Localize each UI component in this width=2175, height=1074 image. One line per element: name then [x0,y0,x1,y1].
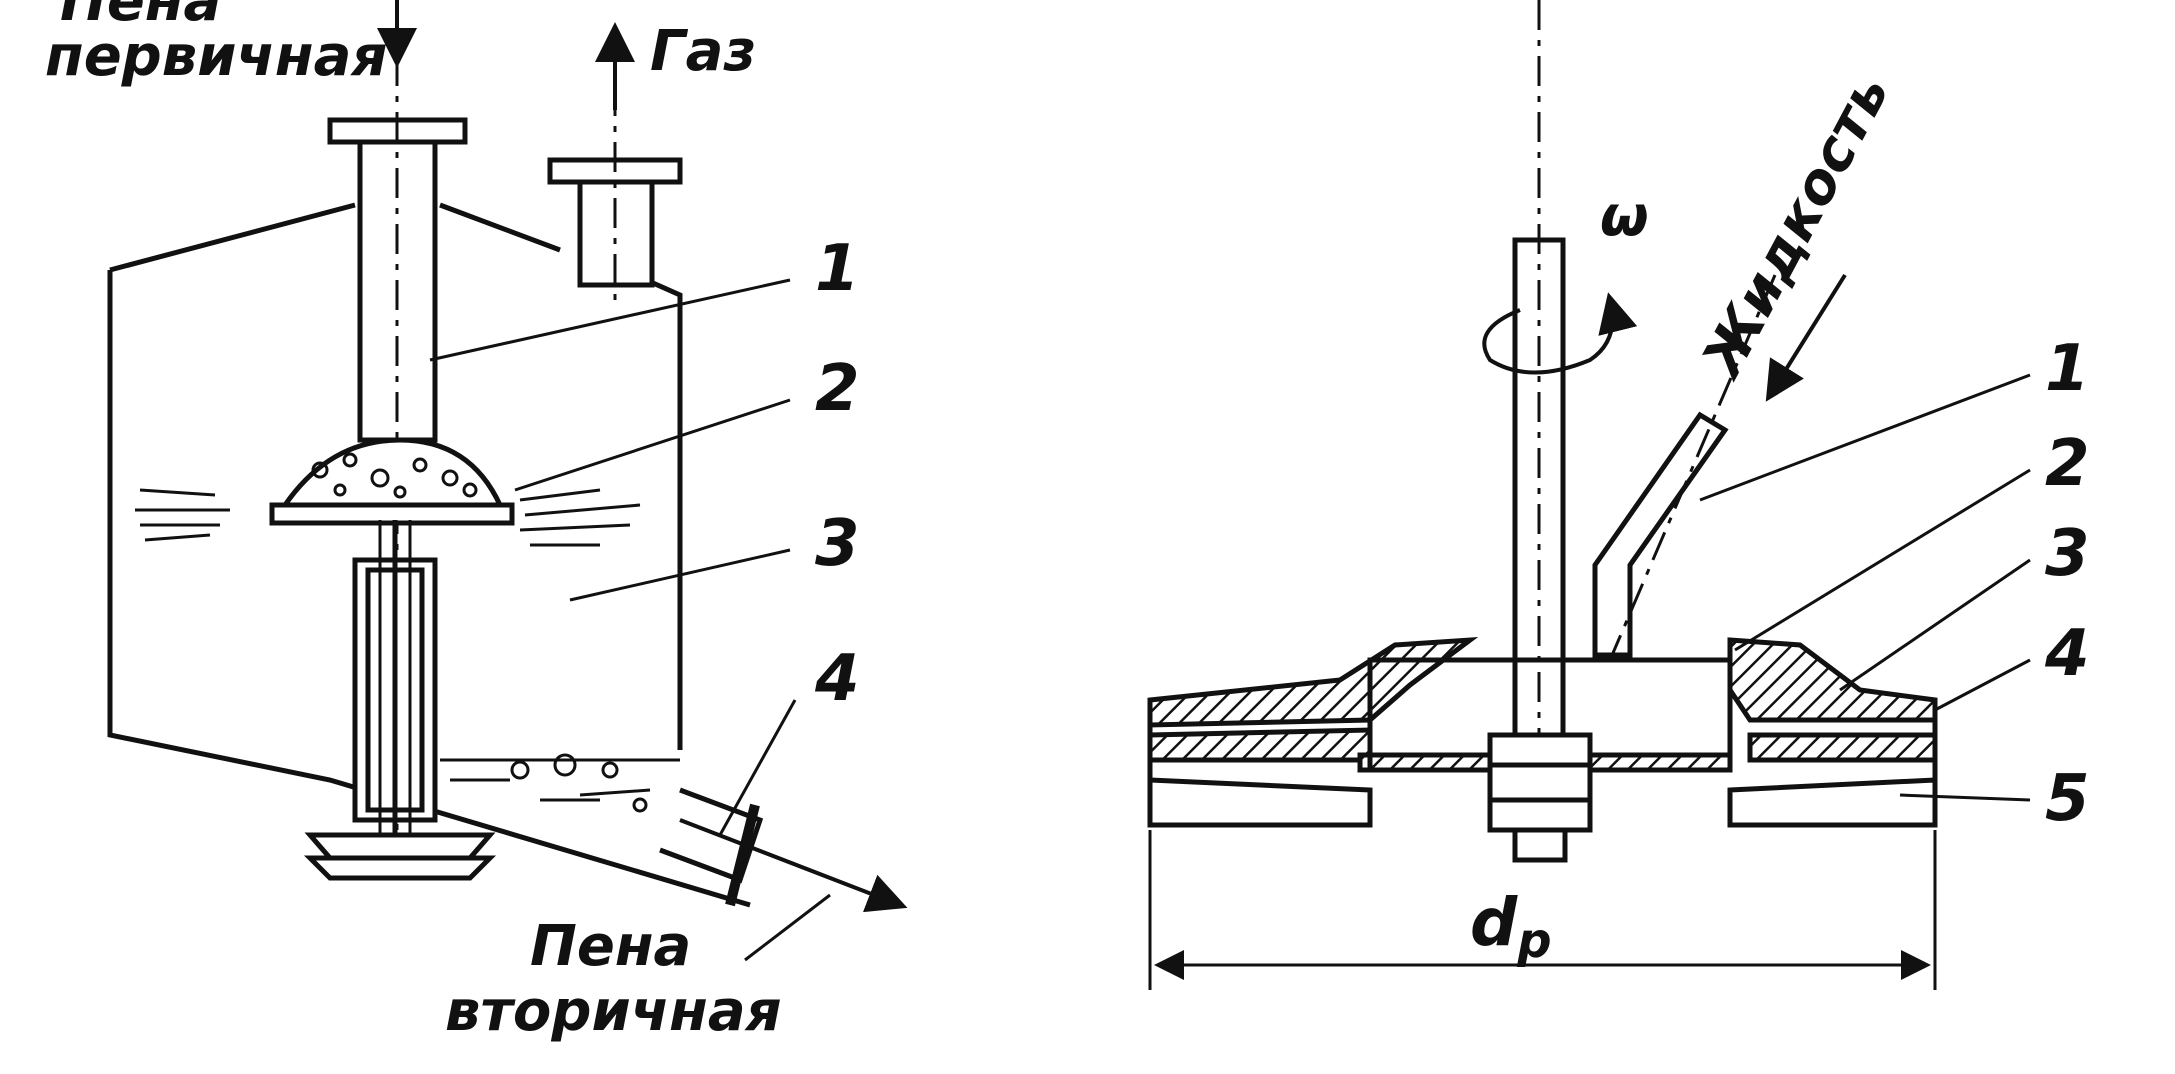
liquid-inlet-arrow [1765,273,1847,402]
right-callout-2: 2 [2045,427,2090,501]
rotating-disc [135,437,641,547]
diameter-label: dp [1470,884,1552,969]
drive-shaft [1512,0,1566,860]
omega-label: ω [1600,184,1649,249]
foam-outlet-pipe [659,787,764,907]
foam-outlet-label-top: Пена [530,914,691,979]
right-callout-1: 1 [2045,332,2090,406]
gas-outlet-pipe [547,30,683,310]
left-callout-4: 4 [814,642,860,716]
hatched-disc [1147,636,1938,828]
pulley [303,832,497,881]
shaft-housing [303,520,497,881]
foam-outlet-arrow [679,818,908,913]
foam-outlet-label-bottom: вторичная [445,979,782,1044]
diameter-dimension [1148,830,1937,990]
left-callout-2: 2 [815,352,860,426]
foam-inlet-label-top: Пена [60,0,221,34]
right-callout-3: 3 [2045,517,2090,591]
right-disc-diagram [1147,0,2031,990]
left-callout-3: 3 [815,507,860,581]
diameter-subscript: p [1516,913,1551,969]
right-callout-5: 5 [2045,762,2090,836]
foam-inlet-label-bottom: первичная [45,24,387,89]
vessel-body [107,202,751,908]
secondary-foam [440,753,680,813]
liquid-label: Жидкость [1688,64,1902,390]
left-separator-diagram [107,0,908,962]
left-callout-1: 1 [815,232,860,306]
rotation-arrow [1482,292,1638,375]
hub-nut [1487,732,1593,863]
liquid-feed-pipe [1592,274,1777,661]
right-callout-4: 4 [2044,617,2090,691]
gas-label: Газ [650,19,756,84]
